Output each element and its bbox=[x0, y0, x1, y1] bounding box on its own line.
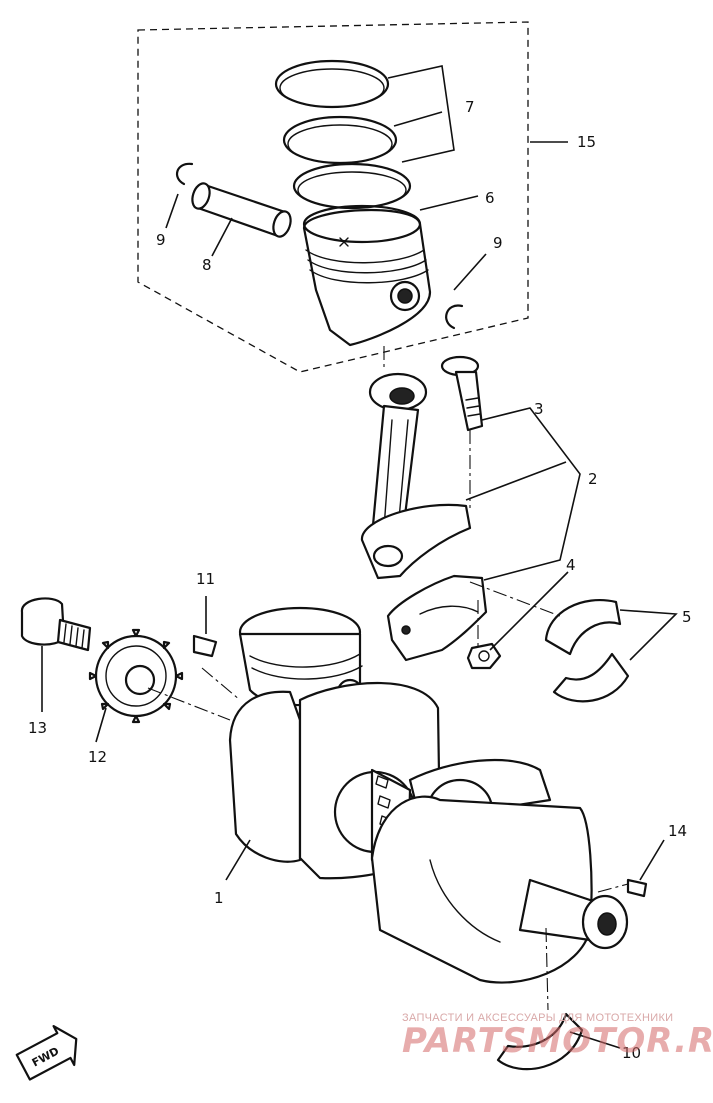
label-11: 11 bbox=[196, 570, 215, 588]
label-15: 15 bbox=[577, 133, 596, 151]
connecting-rod bbox=[360, 372, 472, 580]
label-9-right: 9 bbox=[493, 234, 503, 252]
big-end-bearing-upper bbox=[544, 599, 622, 656]
label-13: 13 bbox=[28, 719, 47, 737]
crank-bolt bbox=[20, 597, 92, 652]
label-2: 2 bbox=[588, 470, 598, 488]
label-14: 14 bbox=[668, 822, 687, 840]
woodruff-key-14 bbox=[626, 878, 648, 898]
leader-lines bbox=[41, 65, 678, 1049]
watermark: ЗАПЧАСТИ И АКСЕССУАРЫ ДЛЯ МОТОТЕХНИКИ PA… bbox=[402, 1012, 713, 1061]
piston-pin bbox=[191, 182, 292, 238]
fwd-direction-marker: FWD bbox=[15, 1025, 78, 1081]
label-6: 6 bbox=[485, 189, 495, 207]
label-1: 1 bbox=[214, 889, 224, 907]
part-labels: 15 7 6 9 8 9 3 2 4 5 11 13 12 1 14 10 bbox=[28, 98, 692, 1062]
watermark-brand: PARTSMOTOR.RU bbox=[402, 1021, 713, 1061]
rod-bolt bbox=[440, 355, 484, 432]
label-5: 5 bbox=[682, 608, 692, 626]
circlip-right bbox=[445, 304, 464, 330]
watermark-tagline: ЗАПЧАСТИ И АКСЕССУАРЫ ДЛЯ МОТОТЕХНИКИ bbox=[402, 1012, 673, 1024]
circlip-left bbox=[175, 162, 194, 186]
crankshaft bbox=[228, 606, 629, 984]
label-3: 3 bbox=[534, 400, 544, 418]
woodruff-key-11 bbox=[192, 634, 218, 658]
rod-cap bbox=[386, 574, 488, 662]
big-end-bearing-lower bbox=[552, 652, 630, 703]
piston-rings bbox=[274, 59, 412, 210]
label-7: 7 bbox=[465, 98, 475, 116]
label-10: 10 bbox=[622, 1044, 641, 1062]
piston-upper bbox=[302, 204, 432, 347]
alignment-lines bbox=[147, 346, 629, 1011]
piston-assembly-boundary bbox=[137, 21, 529, 373]
crank-gear bbox=[88, 628, 184, 724]
label-9-left: 9 bbox=[156, 231, 166, 249]
main-bearing bbox=[496, 1012, 584, 1071]
label-8: 8 bbox=[202, 256, 212, 274]
label-12: 12 bbox=[88, 748, 107, 766]
rod-nut bbox=[466, 642, 502, 670]
label-4: 4 bbox=[566, 556, 576, 574]
